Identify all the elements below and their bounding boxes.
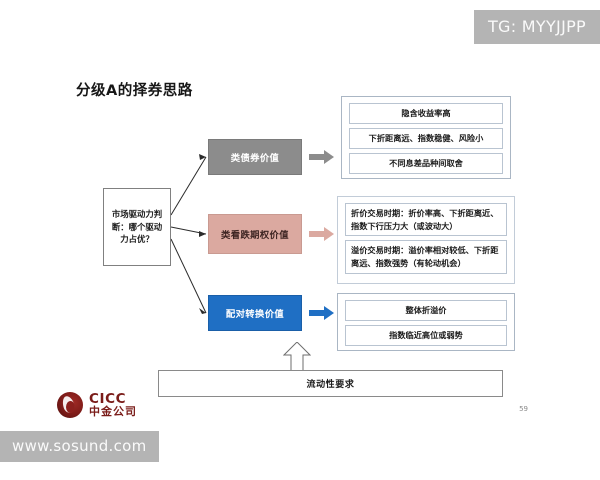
category-label: 类债券价值 [230, 153, 280, 164]
watermark-top-right: TG: MYYJJPP [473, 10, 600, 44]
cicc-logo-cn: 中金公司 [89, 405, 137, 419]
cicc-logo: CICC 中金公司 [57, 392, 137, 418]
liquidity-requirement-bar: 流动性要求 [158, 370, 503, 397]
category-box-pair-conversion-value[interactable]: 配对转换价值 [208, 295, 302, 331]
root-decision-box: 市场驱动力判断：哪个驱动力占优？ [103, 188, 171, 266]
arrow-right-icon-bond [309, 150, 334, 164]
detail-item: 不同息差品种间取舍 [349, 153, 503, 174]
detail-panel-pair-conversion-value: 整体折溢价 指数临近高位或弱势 [337, 293, 515, 351]
cicc-logo-text: CICC 中金公司 [89, 392, 137, 418]
category-label: 配对转换价值 [225, 309, 285, 320]
detail-item: 下折距离远、指数稳健、风险小 [349, 128, 503, 149]
detail-item: 折价交易时期：折价率高、下折距离近、指数下行压力大（或波动大） [345, 203, 507, 237]
arrow-up-icon [283, 342, 311, 372]
page-title: 分级A的择券思路 [76, 83, 193, 99]
detail-item: 隐含收益率高 [349, 103, 503, 124]
cicc-logo-mark-icon [57, 392, 83, 418]
liquidity-requirement-label: 流动性要求 [306, 380, 355, 390]
detail-item: 指数临近高位或弱势 [345, 325, 507, 346]
detail-panel-put-option-value: 折价交易时期：折价率高、下折距离近、指数下行压力大（或波动大） 溢价交易时期：溢… [337, 196, 515, 284]
category-box-bond-value[interactable]: 类债券价值 [208, 139, 302, 175]
detail-item: 溢价交易时期：溢价率相对较低、下折距离远、指数强势（有轮动机会） [345, 240, 507, 274]
cicc-logo-en: CICC [89, 391, 127, 408]
category-label: 类看跌期权价值 [221, 230, 289, 241]
page-number: 59 [519, 405, 528, 413]
detail-panel-bond-value: 隐含收益率高 下折距离远、指数稳健、风险小 不同息差品种间取舍 [341, 96, 511, 179]
category-box-put-option-value[interactable]: 类看跌期权价值 [208, 214, 302, 254]
watermark-bottom-left: www.sosund.com [0, 431, 159, 462]
detail-item: 整体折溢价 [345, 300, 507, 321]
arrow-right-icon-put-option [309, 227, 334, 241]
root-decision-label: 市场驱动力判断：哪个驱动力占优？ [111, 209, 163, 245]
arrow-right-icon-pair-conversion [309, 306, 334, 320]
